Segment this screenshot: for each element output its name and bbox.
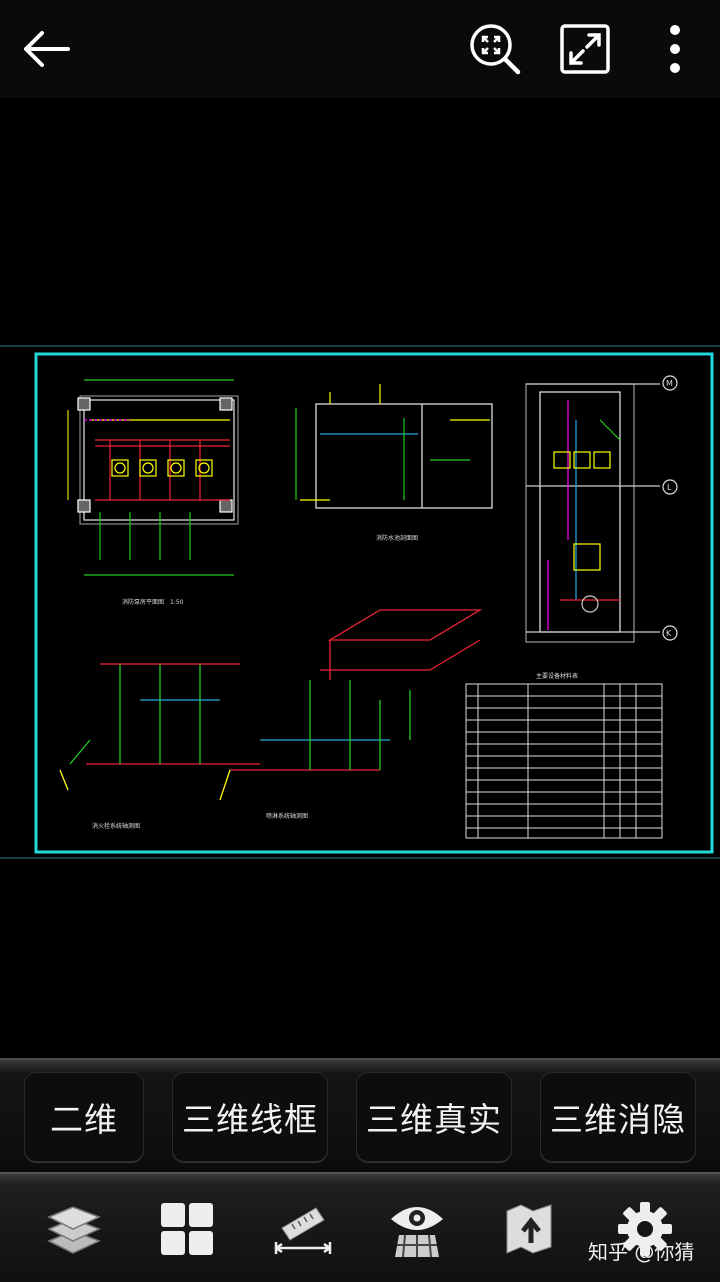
fullscreen-button[interactable] xyxy=(545,0,625,98)
axis-label-l: L xyxy=(667,483,672,492)
layers-button[interactable] xyxy=(28,1184,118,1274)
mode-3d-hidden-button[interactable]: 三维消隐 xyxy=(540,1072,696,1162)
settings-button[interactable] xyxy=(600,1184,690,1274)
view-mode-bar: 二维 三维线框 三维真实 三维消隐 xyxy=(0,1058,720,1172)
tank-section xyxy=(295,384,493,509)
label-plan-scale: 1:50 xyxy=(170,599,184,606)
more-vert-icon xyxy=(670,25,680,73)
layout-icon xyxy=(161,1203,213,1255)
axis-label-m: M xyxy=(666,379,673,388)
top-bar xyxy=(0,0,720,98)
label-material-table: 主要设备材料表 xyxy=(536,672,578,680)
measure-icon xyxy=(274,1207,332,1254)
axis-label-k: K xyxy=(666,629,672,638)
settings-icon xyxy=(618,1202,672,1256)
label-pump-room-plan: 消防泵房平面图 xyxy=(122,598,164,606)
export-icon xyxy=(506,1204,552,1254)
label-hydrant-axonometric: 消火栓系统轴测图 xyxy=(92,822,140,830)
label-tank-section: 消防水池剖面图 xyxy=(376,534,418,542)
zoom-extents-button[interactable] xyxy=(455,0,535,98)
watermark: 知乎 @你猜 xyxy=(588,1240,695,1264)
fullscreen-icon xyxy=(560,24,610,74)
label-sprinkler-axonometric: 喷淋系统轴测图 xyxy=(266,812,308,820)
view-icon xyxy=(391,1207,443,1258)
layout-button[interactable] xyxy=(142,1184,232,1274)
material-table xyxy=(465,683,663,839)
zoom-extents-icon xyxy=(470,24,521,75)
mode-2d-button[interactable]: 二维 xyxy=(24,1072,144,1162)
view-button[interactable] xyxy=(372,1184,462,1274)
pump-room-plan xyxy=(67,379,239,576)
back-button[interactable] xyxy=(6,0,86,98)
mode-3d-wireframe-button[interactable]: 三维线框 xyxy=(172,1072,328,1162)
sprinkler-axonometric xyxy=(219,609,483,801)
drawing-border xyxy=(34,352,714,854)
cad-drawing: 消防泵房平面图 1:50 消防水池剖面图 xyxy=(0,345,720,859)
bottom-toolbar xyxy=(0,1172,720,1282)
hydrant-axonometric xyxy=(59,663,260,791)
arrow-left-icon xyxy=(24,31,70,67)
more-options-button[interactable] xyxy=(640,0,710,98)
mode-3d-realistic-button[interactable]: 三维真实 xyxy=(356,1072,512,1162)
layers-icon xyxy=(47,1206,101,1254)
drawing-canvas[interactable]: 消防泵房平面图 1:50 消防水池剖面图 xyxy=(0,98,720,1058)
measure-button[interactable] xyxy=(258,1184,348,1274)
equipment-plan xyxy=(525,375,678,643)
export-button[interactable] xyxy=(486,1184,576,1274)
